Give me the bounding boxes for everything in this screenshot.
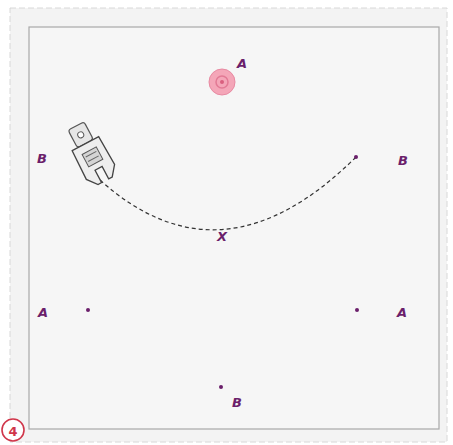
pivot-pin-center [220,80,224,84]
point-label: A [397,306,407,319]
stitch-arc [100,157,356,230]
step-circle [2,419,24,441]
point-dot [355,308,359,312]
point-label: B [232,396,242,409]
point-label: A [38,306,48,319]
point-dot [86,308,90,312]
point-label: B [398,154,408,167]
presser-foot [62,118,119,188]
point-label: A [237,57,247,70]
point-label: B [37,152,47,165]
fabric-edge [10,8,447,442]
step-number: 4 [8,425,17,438]
pivot-pin [209,69,235,95]
pivot-pin-ring [216,76,228,88]
stitch-mark: X [217,230,227,243]
fabric-square [29,27,439,429]
point-dot [354,155,358,159]
point-dot [219,385,223,389]
